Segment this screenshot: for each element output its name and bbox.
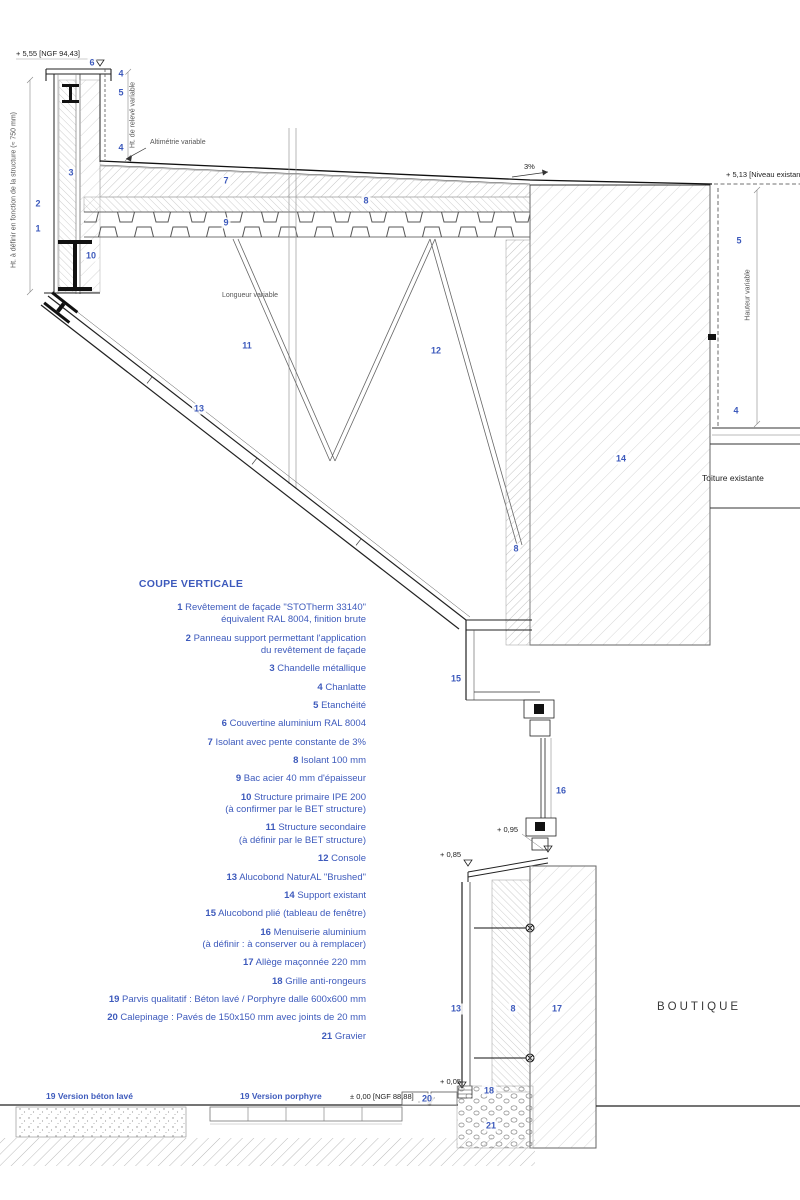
legend-item: 5 Etanchéité — [313, 700, 366, 712]
legend-item: 1 Revêtement de façade "STOTherm 33140" … — [177, 602, 366, 626]
version-porphyre-label: 19 Version porphyre — [240, 1091, 322, 1101]
legend-item: 8 Isolant 100 mm — [293, 755, 366, 767]
callout-12: 12 — [428, 345, 444, 357]
callout-5: 5 — [734, 235, 744, 247]
length-variable-label: Longueur variable — [222, 292, 279, 299]
steel-profile-icon — [62, 84, 79, 103]
legend-item: 2 Panneau support permettant l'applicati… — [185, 632, 366, 657]
callout-4: 4 — [731, 405, 741, 417]
callout-17: 17 — [549, 1003, 565, 1015]
wall-insulation-strip — [505, 239, 531, 646]
callout-14: 14 — [613, 453, 629, 465]
callout-1: 1 — [33, 223, 43, 235]
truss-members — [232, 238, 523, 546]
upstand-height-label: Ht. de relevé variable — [129, 81, 137, 149]
slope-label: 3% — [524, 162, 535, 171]
height-variable-label: Hauteur variable — [744, 269, 752, 321]
legend-item: 7 Isolant avec pente constante de 3% — [207, 736, 366, 748]
callout-20: 20 — [419, 1093, 435, 1105]
boutique-label: BOUTIQUE — [657, 1001, 742, 1013]
legend-item: 17 Allège maçonnée 220 mm — [242, 957, 366, 969]
elevation-095: + 0,95 — [497, 825, 519, 834]
callout-5: 5 — [116, 87, 126, 99]
callout-6: 6 — [87, 57, 97, 69]
window-detail — [463, 619, 557, 882]
legend-item: 10 Structure primaire IPE 200 (à confirm… — [225, 791, 366, 816]
callout-8: 8 — [508, 1003, 518, 1015]
elevation-005: + 0,05 — [440, 1077, 462, 1086]
callout-9: 9 — [221, 217, 231, 229]
roof-assembly — [83, 147, 713, 238]
legend-title: COUPE VERTICALE — [138, 578, 244, 590]
legend-item: 13 Alucobond NaturAL "Brushed" — [226, 871, 367, 883]
legend-item: 11 Structure secondaire (à définir par l… — [238, 822, 366, 846]
callout-7: 7 — [221, 175, 231, 187]
existing-roof-label: Toiture existante — [702, 473, 764, 483]
legend-item: 20 Calepinage : Pavés de 150x150 mm avec… — [107, 1012, 366, 1024]
legend-item: 18 Grille anti-rongeurs — [272, 975, 366, 987]
callout-8: 8 — [511, 543, 521, 555]
legend-item: 21 Gravier — [321, 1030, 366, 1042]
legend-item: 12 Console — [317, 853, 366, 865]
legend-item: 16 Menuiserie aluminium (à définir : à c… — [202, 926, 366, 950]
ground-works — [0, 1081, 535, 1166]
callout-18: 18 — [481, 1085, 497, 1097]
sloped-soffit — [40, 291, 471, 630]
existing-support — [529, 183, 800, 646]
callout-10: 10 — [83, 250, 99, 262]
callout-21: 21 — [483, 1120, 499, 1132]
elevation-085: + 0,85 — [440, 850, 462, 859]
callout-2: 2 — [33, 198, 43, 210]
callout-4: 4 — [116, 68, 126, 80]
legend-item: 6 Couvertine aluminium RAL 8004 — [221, 718, 366, 730]
elevation-zero: ± 0,00 [NGF 88,88] — [350, 1092, 414, 1101]
legend-item: 19 Parvis qualitatif : Béton lavé / Porp… — [108, 993, 366, 1005]
altimetry-label: Altimétrie variable — [150, 139, 206, 146]
legend-item: 3 Chandelle métallique — [269, 663, 366, 675]
callout-15: 15 — [448, 673, 464, 685]
legend-item: 14 Support existant — [284, 889, 366, 901]
version-beton-label: 19 Version béton lavé — [46, 1091, 133, 1101]
elevation-existing-level: + 5,13 [Niveau existant] — [726, 170, 800, 179]
callout-13: 13 — [448, 1003, 464, 1015]
callout-13: 13 — [191, 403, 207, 415]
callout-3: 3 — [66, 167, 76, 179]
parapet-detail — [16, 58, 132, 296]
callout-11: 11 — [240, 340, 254, 352]
legend: COUPE VERTICALE 1 Revêtement de façade "… — [16, 578, 366, 1049]
legend-item: 9 Bac acier 40 mm d'épaisseur — [235, 773, 366, 785]
legend-item: 4 Chanlatte — [317, 681, 366, 693]
break-lines — [288, 128, 297, 489]
lower-facade — [457, 879, 535, 1099]
legend-items: 1 Revêtement de façade "STOTherm 33140" … — [16, 602, 366, 1043]
callout-8: 8 — [361, 195, 371, 207]
height-structure-label: Ht. à définir en fonction de la structur… — [10, 112, 18, 268]
steel-profile-icon — [43, 291, 79, 324]
elevation-top-left: + 5,55 [NGF 94,43] — [16, 49, 80, 58]
callout-16: 16 — [553, 785, 569, 797]
legend-item: 15 Alucobond plié (tableau de fenêtre) — [205, 908, 366, 920]
callout-4: 4 — [116, 142, 126, 154]
